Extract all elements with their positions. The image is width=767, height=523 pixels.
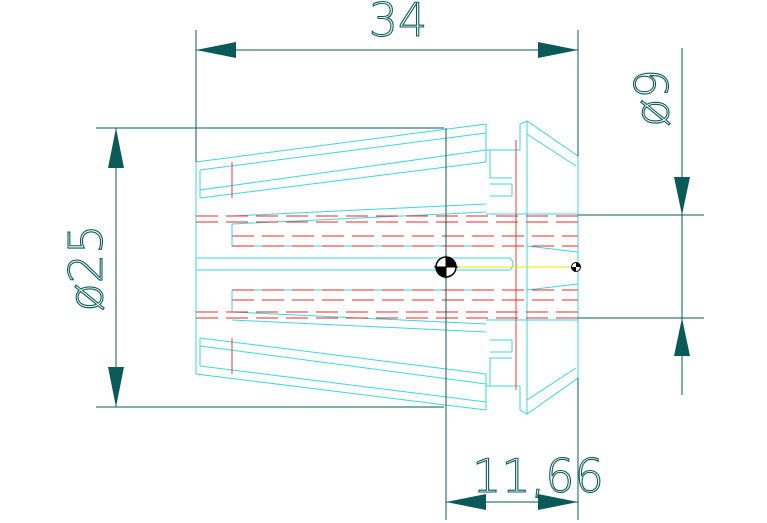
arrow-1166-left [446, 494, 486, 510]
datum-marker-large [434, 255, 458, 279]
body-upper-inner-2 [199, 149, 487, 191]
body-upper-inner-3 [199, 161, 487, 199]
arrow-25-top [108, 128, 124, 168]
body-bottom-edge [195, 373, 487, 411]
body-lower-inner-2 [199, 345, 487, 385]
body-upper-inner-1 [199, 132, 487, 171]
slot-lower-a [231, 289, 487, 325]
dim-label-outer-diameter: ø25 [59, 225, 113, 312]
body-lower-inner-1 [199, 365, 487, 403]
slot-mid-upper [196, 257, 514, 271]
arrow-34-left [196, 42, 236, 58]
dimension-lines [96, 30, 704, 520]
slot-upper-b [231, 203, 487, 217]
arrow-25-bottom [108, 367, 124, 407]
dim-label-inner-diameter: ø9 [625, 69, 679, 126]
dimension-arrows [108, 42, 690, 510]
slot-lower-b [231, 319, 487, 333]
arrow-34-right [538, 42, 578, 58]
arrow-9-top [674, 177, 690, 215]
front-steps-bottom [485, 339, 513, 386]
arrow-9-bottom [674, 318, 690, 356]
datum-marker-small [571, 262, 581, 272]
arrow-1166-right [538, 494, 578, 510]
slot-upper-a [231, 211, 487, 247]
body-lower-inner-3 [199, 337, 487, 375]
front-bore [486, 213, 579, 321]
front-steps-top [485, 150, 513, 197]
dim-label-front-length: 11,66 [472, 449, 604, 503]
hidden-lines [196, 140, 578, 390]
dim-label-length: 34 [369, 0, 428, 47]
body-top-edge [195, 123, 487, 163]
